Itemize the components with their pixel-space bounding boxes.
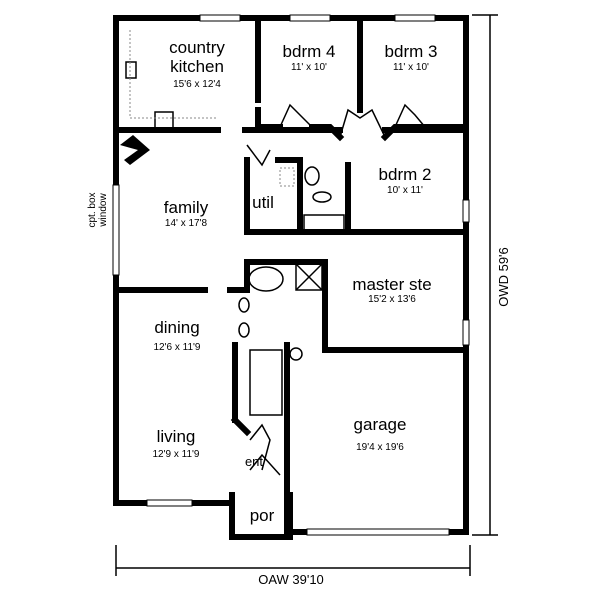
window-note-1: cpt. box bbox=[87, 192, 98, 227]
family-size: 14' x 17'8 bbox=[165, 218, 208, 229]
dining-name: dining bbox=[154, 318, 199, 337]
porch-name: por bbox=[250, 506, 275, 525]
master-name: master ste bbox=[352, 275, 431, 294]
overall-depth: OWD 59'6 bbox=[496, 247, 511, 307]
util-name: util bbox=[252, 193, 274, 212]
window-annotation: cpt. box window bbox=[87, 192, 109, 227]
entry-name: ent bbox=[245, 454, 263, 469]
kitchen-name-1: country bbox=[169, 38, 225, 57]
window-note-2: window bbox=[98, 193, 109, 228]
bdrm4-name: bdrm 4 bbox=[283, 42, 336, 61]
kitchen-name-2: kitchen bbox=[170, 57, 224, 76]
dimension-lines: OWD 59'6 OAW 39'10 bbox=[115, 14, 511, 587]
bdrm2-name: bdrm 2 bbox=[379, 165, 432, 184]
dining-size: 12'6 x 11'9 bbox=[153, 342, 200, 353]
bdrm4-size: 11' x 10' bbox=[291, 62, 327, 73]
windows bbox=[112, 14, 470, 536]
garage-name: garage bbox=[354, 415, 407, 434]
overall-width: OAW 39'10 bbox=[258, 572, 324, 587]
room-labels: country kitchen 15'6 x 12'4 bdrm 4 11' x… bbox=[152, 38, 437, 525]
bdrm3-name: bdrm 3 bbox=[385, 42, 438, 61]
walls bbox=[113, 15, 469, 540]
family-name: family bbox=[164, 198, 209, 217]
bdrm2-size: 10' x 11' bbox=[387, 185, 423, 196]
doors bbox=[246, 103, 426, 476]
bdrm3-size: 11' x 10' bbox=[393, 62, 429, 73]
garage-size: 19'4 x 19'6 bbox=[356, 442, 404, 453]
living-size: 12'9 x 11'9 bbox=[152, 449, 199, 460]
fixtures bbox=[120, 30, 345, 416]
kitchen-size: 15'6 x 12'4 bbox=[173, 79, 221, 90]
living-name: living bbox=[157, 427, 196, 446]
master-size: 15'2 x 13'6 bbox=[368, 294, 416, 305]
